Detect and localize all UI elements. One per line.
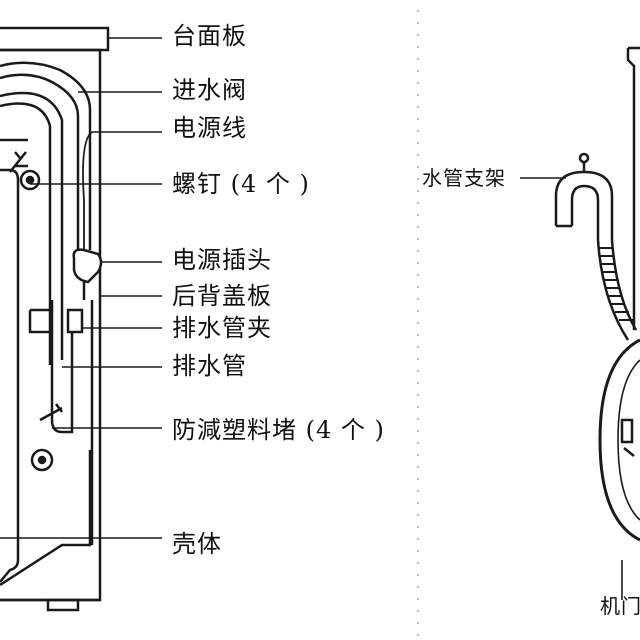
drain-hose-side: [28, 308, 52, 334]
bracket-hook: [578, 152, 590, 164]
drum-latch-detail: [623, 447, 635, 457]
countertop-panel: [0, 26, 110, 52]
inlet-hose-outer: [0, 61, 92, 250]
label-machine-door: 机门: [600, 594, 640, 618]
corrugated-hose-left: [596, 239, 630, 341]
hose-ribs: [598, 247, 633, 321]
screw-top: [19, 169, 41, 191]
housing-foot: [46, 598, 80, 612]
drum-inner: [617, 359, 640, 521]
label-housing: 壳体: [172, 530, 222, 558]
inner-pipe-inner: [0, 102, 52, 365]
plug-arm: [39, 403, 63, 422]
power-plug-shape: [72, 248, 103, 284]
drain-hose-line: [50, 300, 74, 434]
label-back-cover: 后背盖板: [172, 282, 272, 310]
label-power-plug: 电源插头: [172, 246, 272, 274]
upright-pipe-top: [626, 46, 640, 330]
bracket-leaders: [520, 177, 623, 600]
label-power-cord: 电源线: [172, 114, 247, 142]
washer-rear-view: [0, 26, 162, 612]
drain-bracket-view: [520, 46, 640, 600]
power-cord-line: [82, 131, 93, 255]
drum-latch: [620, 418, 634, 444]
drain-clip-shape: [66, 308, 84, 334]
bracket-hose-inner: [570, 184, 600, 240]
label-plastic-plugs: 防減塑料堵 (4 个 ): [172, 416, 385, 444]
label-inlet-valve: 进水阀: [172, 76, 247, 104]
screw-top-center: [25, 175, 35, 185]
label-pipe-bracket: 水管支架: [422, 166, 506, 190]
back-cover-panel: [0, 168, 20, 583]
inlet-hose-inner: [0, 73, 80, 255]
drum-outline: [598, 338, 640, 542]
plastic-plug: [30, 448, 54, 472]
label-countertop: 台面板: [172, 22, 247, 50]
leader-lines: [0, 37, 162, 539]
tub-side: [0, 300, 94, 587]
plastic-plug-center: [37, 455, 47, 465]
screw-top-arm: [9, 151, 28, 173]
bracket-hose-outer: [554, 170, 614, 240]
inner-pipe-outer: [0, 91, 64, 360]
label-drain-hose: 排水管: [172, 352, 247, 380]
label-drain-clip: 排水管夹: [172, 314, 272, 342]
label-screws: 螺钉 (4 个 ): [172, 170, 310, 198]
corrugated-hose-right: [610, 239, 638, 331]
